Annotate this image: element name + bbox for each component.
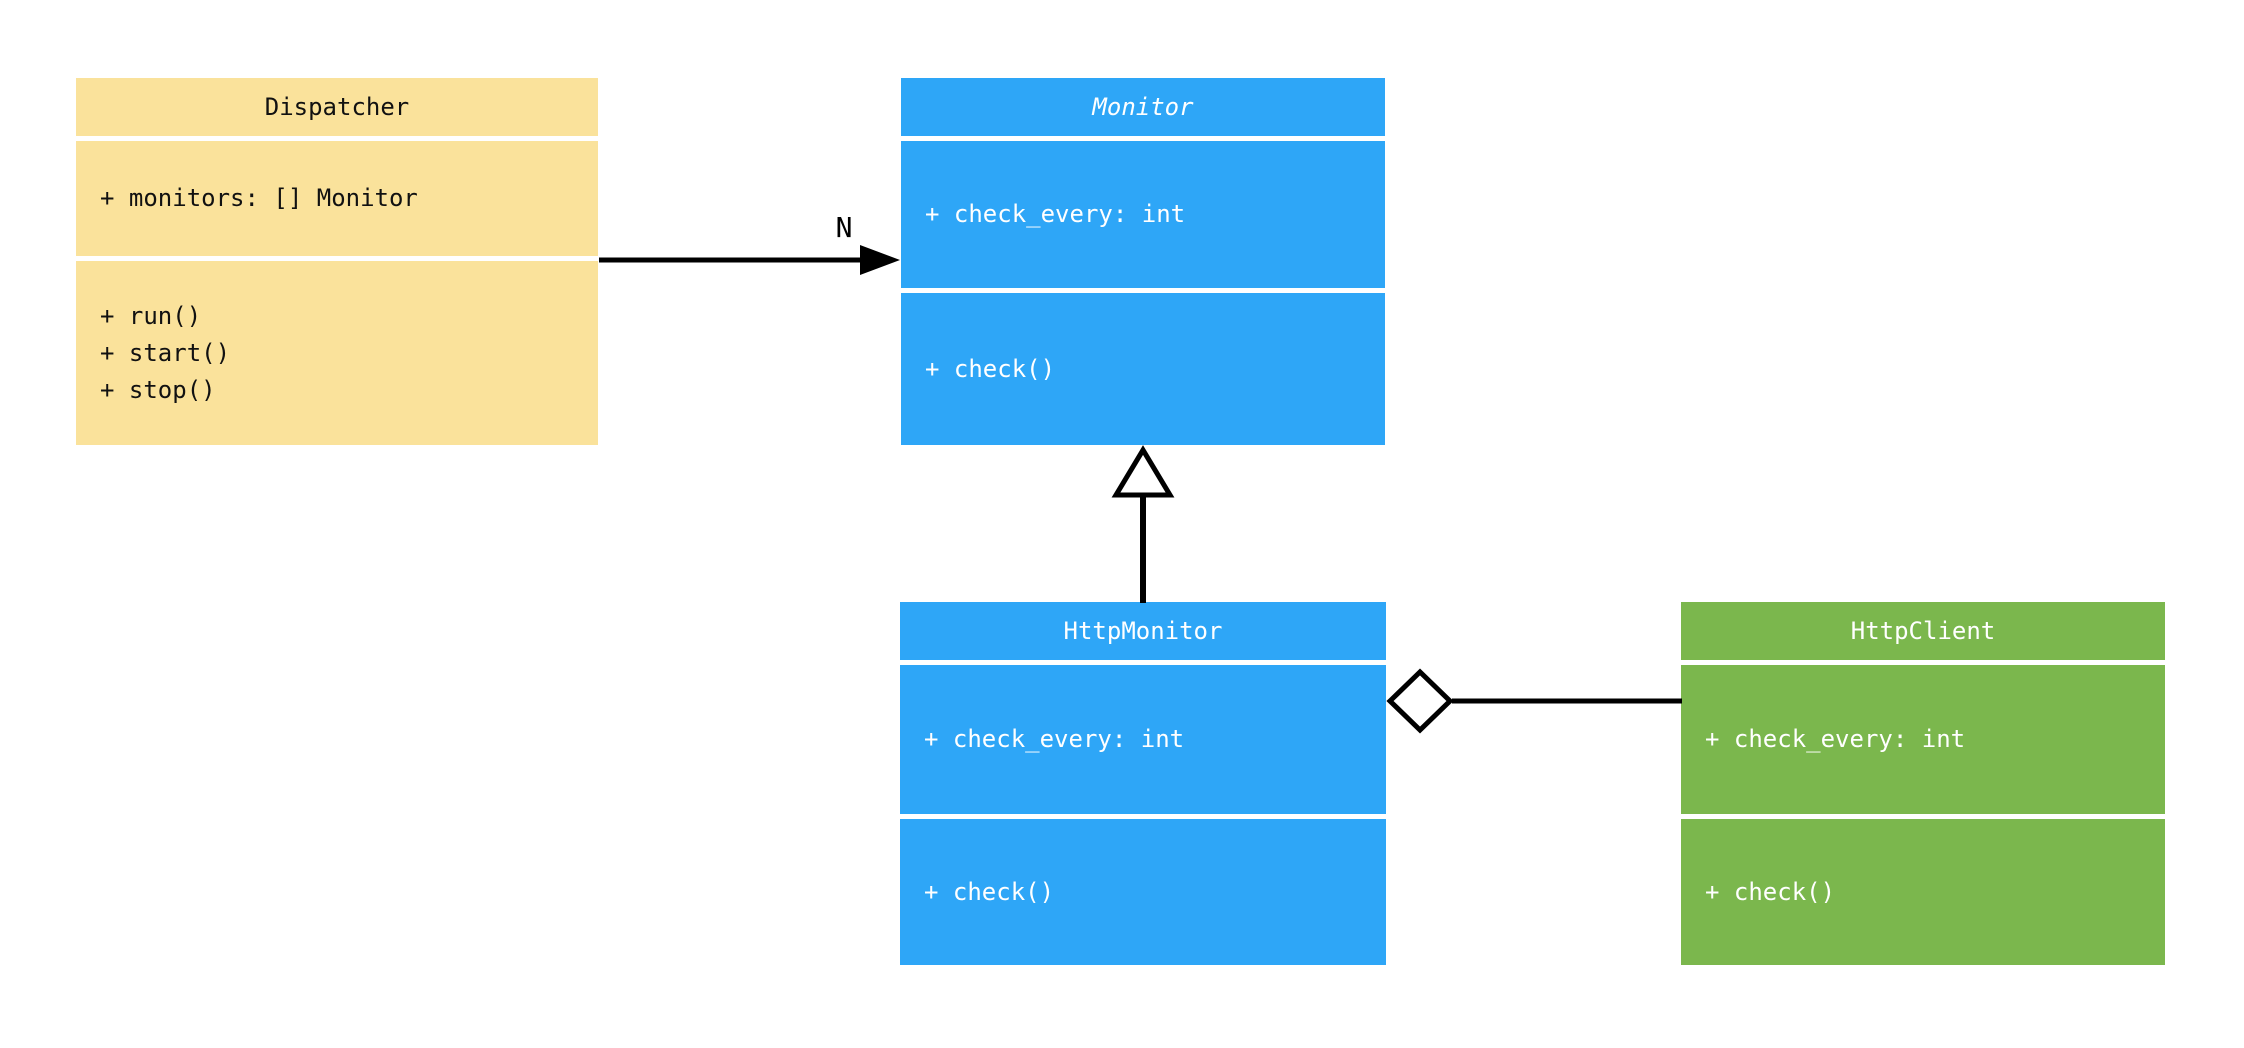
- class-title: HttpClient: [1850, 616, 1996, 645]
- class-httpmonitor-attributes-section: + check_every: int: [900, 665, 1386, 814]
- attribute-row: + monitors: [] Monitor: [100, 184, 418, 212]
- inheritance-httpmonitor-to-monitor[interactable]: [1111, 445, 1175, 603]
- aggregation-diamond-icon: [1386, 668, 1454, 734]
- association-dispatcher-to-monitor[interactable]: [599, 245, 900, 275]
- class-monitor-title-section: Monitor: [901, 78, 1385, 136]
- class-httpmonitor-methods-section: + check(): [900, 819, 1386, 965]
- class-title: Dispatcher: [264, 92, 410, 121]
- class-monitor-attributes-section: + check_every: int: [901, 141, 1385, 288]
- inheritance-triangle-icon: [1111, 445, 1175, 498]
- class-dispatcher[interactable]: Dispatcher + monitors: [] Monitor + run(…: [76, 78, 598, 445]
- class-dispatcher-title-section: Dispatcher: [76, 78, 598, 136]
- arrowhead-icon: [860, 245, 900, 275]
- class-dispatcher-methods-section: + run() + start() + stop(): [76, 261, 598, 445]
- method-row: + start(): [100, 338, 231, 367]
- class-monitor-methods-section: + check(): [901, 293, 1385, 445]
- class-httpclient[interactable]: HttpClient + check_every: int + check(): [1681, 602, 2165, 965]
- method-row: + check(): [1705, 877, 1836, 906]
- class-dispatcher-attributes-section: + monitors: [] Monitor: [76, 141, 598, 256]
- method-row: + check(): [925, 354, 1056, 383]
- class-httpclient-title-section: HttpClient: [1681, 602, 2165, 660]
- method-row: + run(): [100, 301, 202, 330]
- class-monitor[interactable]: Monitor + check_every: int + check(): [901, 78, 1385, 445]
- class-httpmonitor[interactable]: HttpMonitor + check_every: int + check(): [900, 602, 1386, 965]
- multiplicity-label: N: [835, 211, 853, 244]
- attribute-row: + check_every: int: [924, 725, 1185, 753]
- class-title: HttpMonitor: [1063, 616, 1223, 645]
- class-httpmonitor-title-section: HttpMonitor: [900, 602, 1386, 660]
- class-httpclient-methods-section: + check(): [1681, 819, 2165, 965]
- class-title: Monitor: [1092, 92, 1194, 121]
- attribute-row: + check_every: int: [925, 200, 1186, 228]
- method-row: + check(): [924, 877, 1055, 906]
- attribute-row: + check_every: int: [1705, 725, 1966, 753]
- class-httpclient-attributes-section: + check_every: int: [1681, 665, 2165, 814]
- aggregation-httpmonitor-to-httpclient[interactable]: [1386, 668, 1682, 734]
- method-row: + stop(): [100, 375, 216, 404]
